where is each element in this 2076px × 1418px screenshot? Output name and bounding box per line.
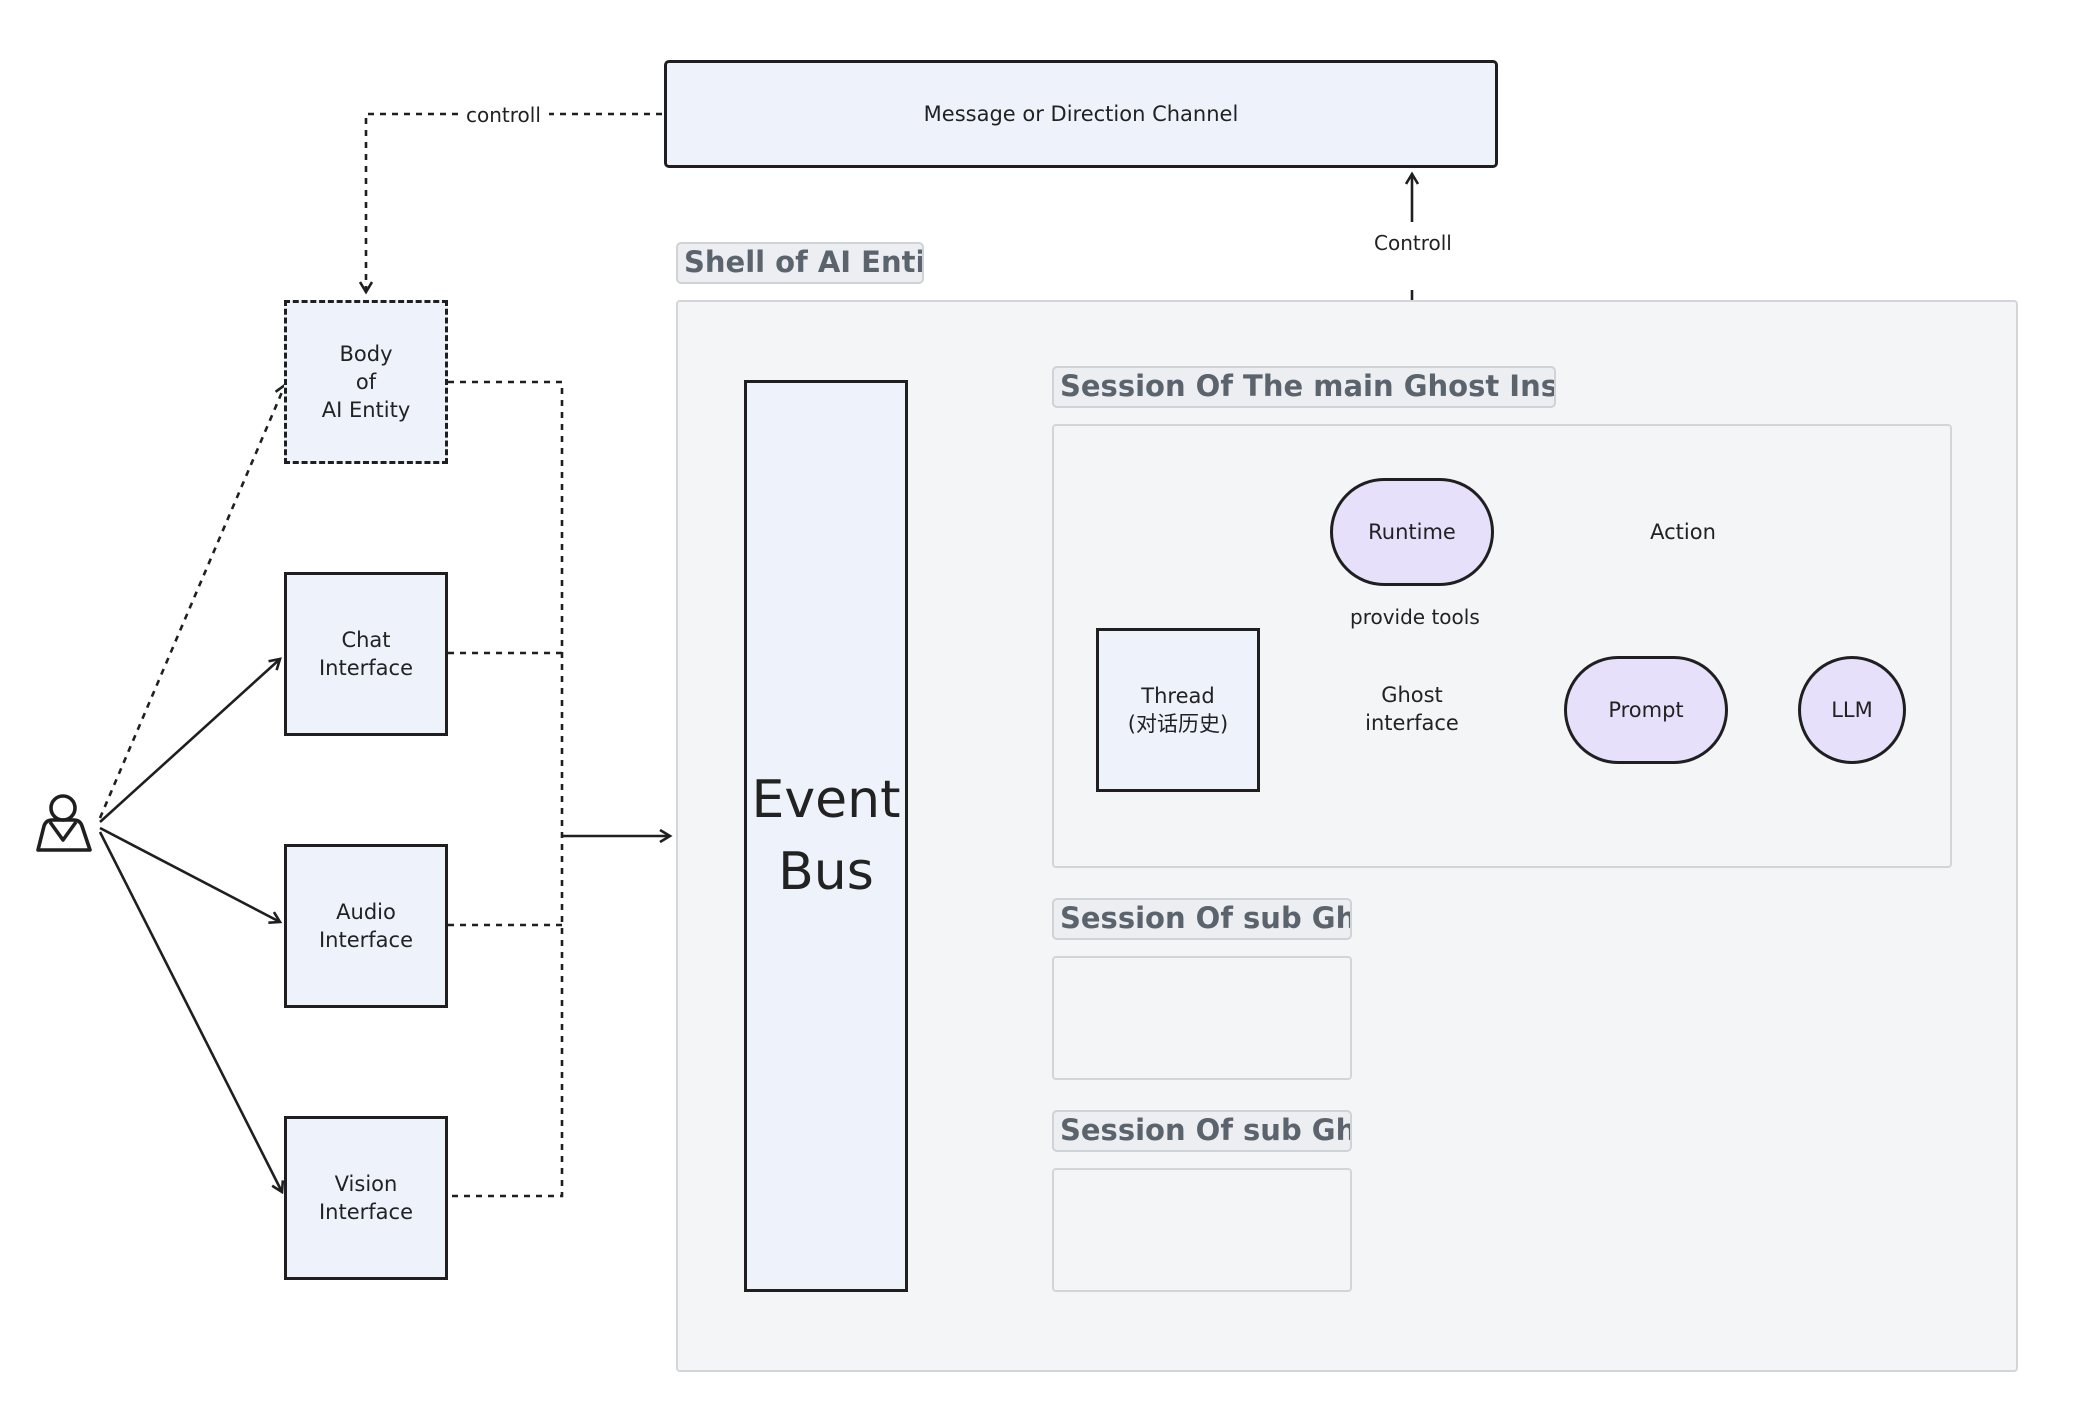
ghost-interface-node: Ghost interface xyxy=(1365,683,1459,735)
user-to-body-connector xyxy=(98,385,285,819)
user-icon xyxy=(36,794,92,852)
sub-session-1-title: Session Of sub Gh... xyxy=(1052,898,1352,940)
shell-title: Shell of AI Entity xyxy=(676,242,924,284)
controll-label: controll xyxy=(458,102,549,128)
thread-node: Thread (对话历史) xyxy=(1096,628,1260,792)
vision-interface: Vision Interface xyxy=(284,1116,448,1280)
body-of-ai-entity: Body of AI Entity xyxy=(284,300,448,464)
controll-connector xyxy=(366,112,662,292)
sub-session-1-container xyxy=(1052,956,1352,1080)
main-session-title: Session Of The main Ghost Instance xyxy=(1052,366,1556,408)
sub-session-2-container xyxy=(1052,1168,1352,1292)
provide-tools-label: provide tools xyxy=(1344,604,1486,630)
body-bus-line xyxy=(448,380,564,1198)
user-to-audio-connector xyxy=(99,826,280,922)
llm-node: LLM xyxy=(1798,656,1906,764)
sub-session-2-title: Session Of sub Gh... xyxy=(1052,1110,1352,1152)
prompt-node: Prompt xyxy=(1564,656,1728,764)
event-bus: Event Bus xyxy=(744,380,908,1292)
runtime-node: Runtime xyxy=(1330,478,1494,586)
chat-interface: Chat Interface xyxy=(284,572,448,736)
user-to-vision-connector xyxy=(98,831,282,1192)
user-to-chat-connector xyxy=(99,659,280,823)
message-direction-channel: Message or Direction Channel xyxy=(664,60,1498,168)
audio-interface: Audio Interface xyxy=(284,844,448,1008)
controll-runtime-label: Controll xyxy=(1366,230,1460,256)
action-node: Action xyxy=(1650,520,1716,544)
channel-label: Message or Direction Channel xyxy=(923,102,1239,126)
